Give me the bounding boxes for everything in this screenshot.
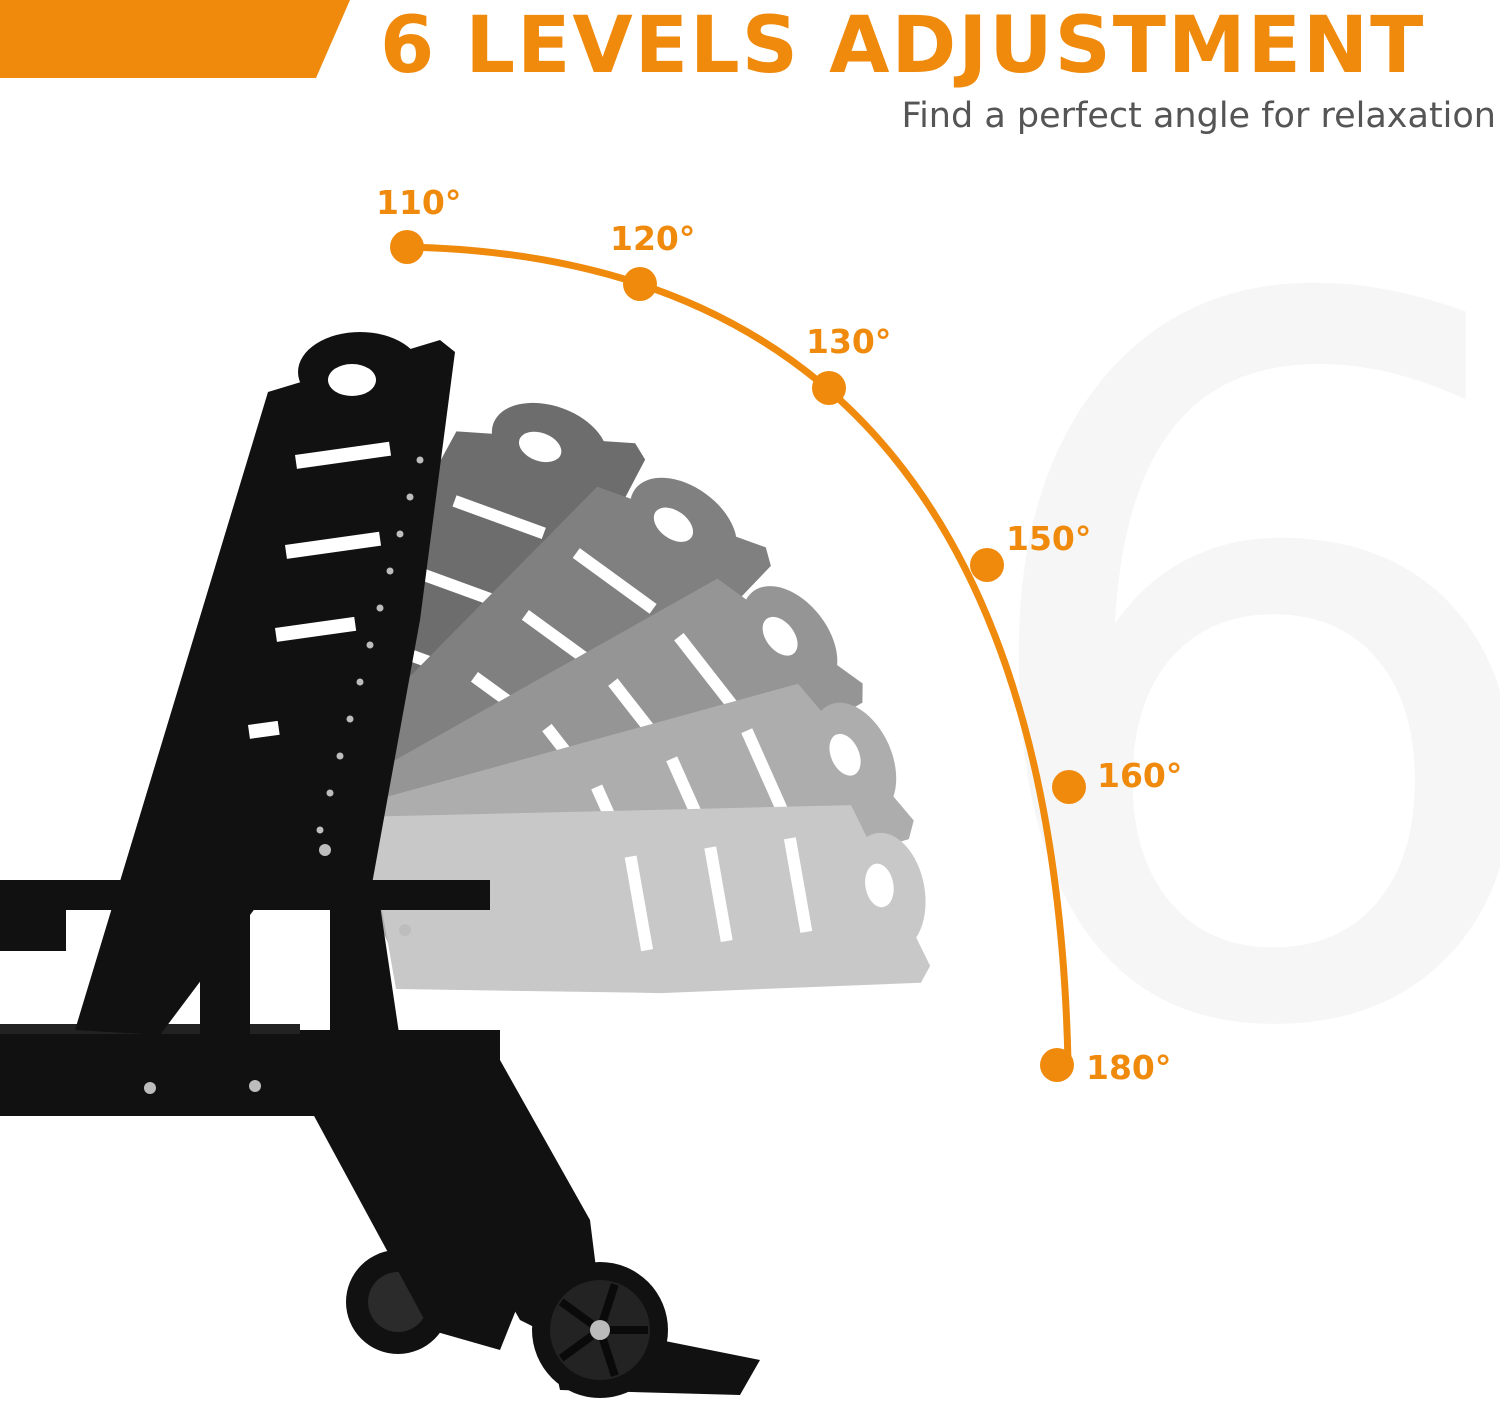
angle-dot-5 [1040,1048,1074,1082]
angle-label-4: 160° [1097,756,1182,795]
lounge-chair-illustration [0,332,760,1398]
angle-label-5: 180° [1086,1048,1171,1087]
angle-dot-1 [623,267,657,301]
angle-label-0: 110° [376,183,461,222]
angle-dot-3 [970,548,1004,582]
angle-dot-4 [1052,770,1086,804]
chair-seat-base [0,1030,500,1116]
angle-points: 110° 120° 130° 150° 160° 180° [376,183,1182,1087]
angle-label-2: 130° [806,322,891,361]
chair-rear-leg [300,1090,520,1350]
chair-front-leg [360,1060,600,1340]
angle-dot-0 [390,230,424,264]
angle-label-3: 150° [1006,519,1091,558]
angle-arc [406,243,1072,1063]
angle-label-1: 120° [610,219,695,258]
page-subtitle: Find a perfect angle for relaxation [901,96,1496,136]
angle-dot-2 [812,371,846,405]
watermark-digit: 6 [950,101,1500,1242]
banner-bar [0,0,350,78]
chair-backrest [75,340,455,1035]
page-title: 6 LEVELS ADJUSTMENT [380,1,1426,91]
